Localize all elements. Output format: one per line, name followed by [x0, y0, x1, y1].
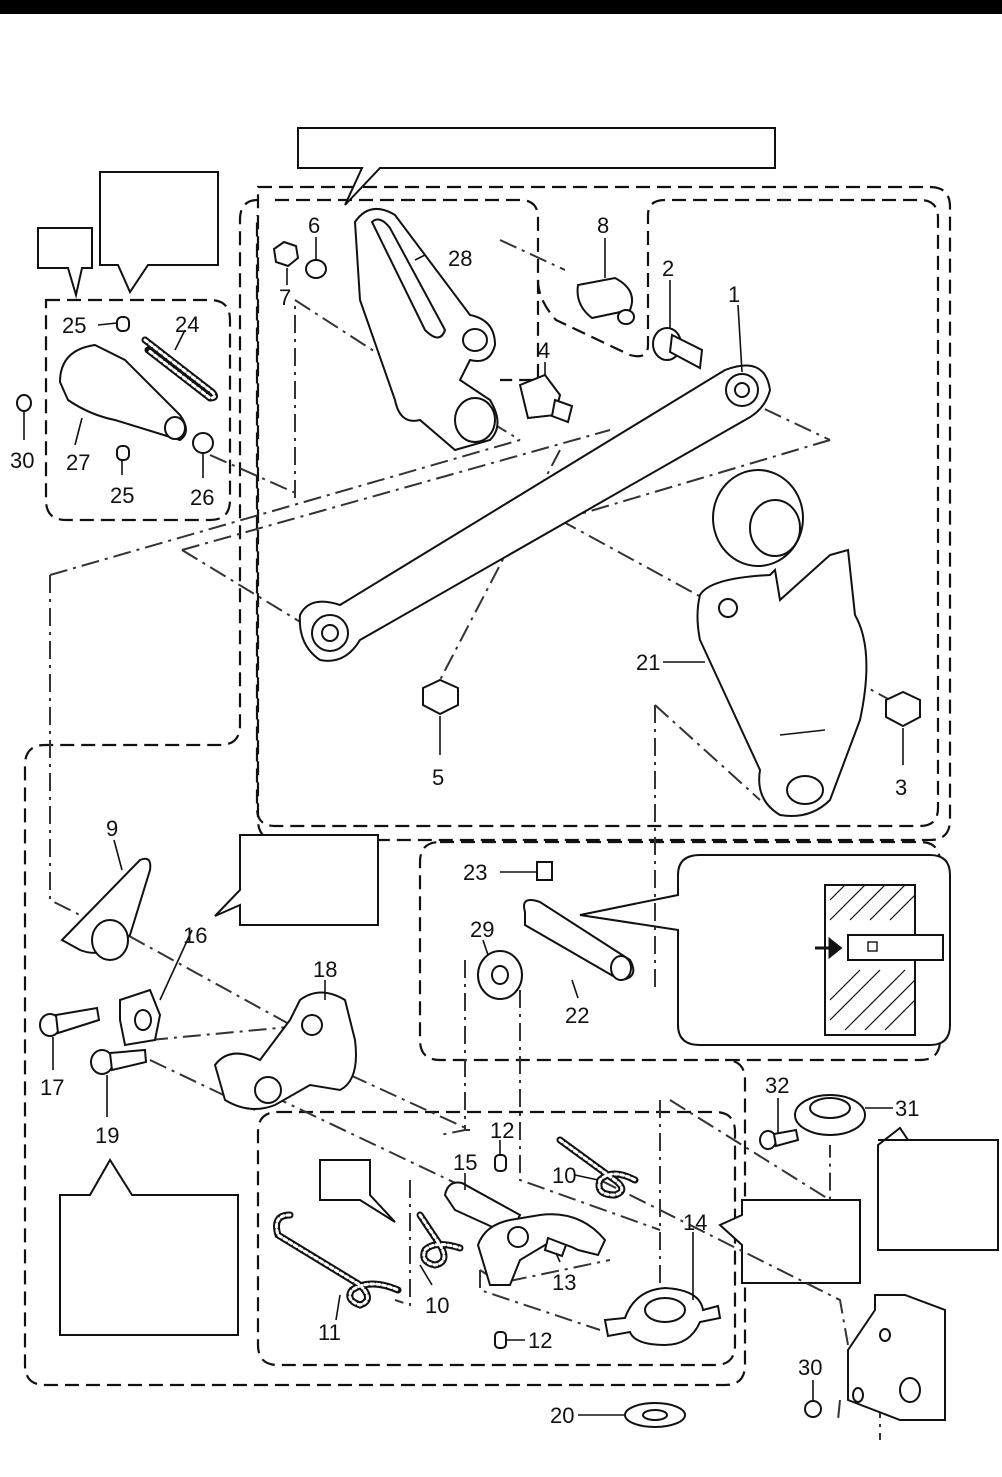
group-outline-upper-left: [23, 198, 747, 1387]
callout-upper-left: [99, 171, 219, 295]
header-bar: [0, 0, 1002, 14]
part-20-washer: [624, 1402, 686, 1428]
part-2-shoulder-screw: [652, 327, 704, 370]
label-part-12-top: 12: [490, 1118, 514, 1143]
part-27-shaft: [58, 343, 187, 442]
label-part-25-bottom: 25: [110, 483, 134, 508]
label-part-23: 23: [463, 860, 487, 885]
label-part-10-upper: 10: [552, 1163, 576, 1188]
label-part-4: 4: [538, 338, 550, 363]
label-part-6: 6: [308, 213, 320, 238]
group-outline-pin-8: [255, 198, 940, 828]
part-8-pin: [576, 276, 635, 325]
label-part-30-left: 30: [10, 448, 34, 473]
part-18-arm: [213, 991, 357, 1110]
label-part-26: 26: [190, 485, 214, 510]
part-30-screw-right: [804, 1400, 822, 1418]
label-leaders: [23, 237, 904, 1416]
callout-small-mid: [319, 1159, 396, 1223]
label-part-11: 11: [318, 1320, 341, 1345]
part-12-pin-bottom: [494, 1331, 507, 1349]
part-13-pin: [543, 1236, 568, 1258]
part-29-washer: [477, 950, 523, 1000]
part-19-screw: [90, 1048, 148, 1075]
part-16-clamp-block: [119, 988, 162, 1047]
leader-lines: [49, 239, 891, 1440]
part-10-spring-lower: [416, 1211, 464, 1269]
part-25-pin-bottom: [116, 445, 130, 461]
label-part-2: 2: [662, 256, 674, 281]
label-part-19: 19: [95, 1123, 119, 1148]
part-28-lever: [353, 207, 499, 452]
callout-right-1: [718, 1199, 861, 1284]
label-part-5: 5: [432, 765, 444, 790]
label-part-8: 8: [597, 213, 609, 238]
label-part-9: 9: [106, 816, 118, 841]
part-6-washer: [305, 259, 327, 279]
label-part-21: 21: [636, 650, 660, 675]
label-part-7: 7: [279, 285, 291, 310]
label-part-30-right: 30: [798, 1355, 822, 1380]
part-12-pin-top: [494, 1154, 507, 1172]
part-23-set-screw: [536, 861, 553, 881]
part-4-stud: [518, 373, 574, 424]
label-part-27: 27: [66, 450, 90, 475]
label-part-12-bottom: 12: [528, 1328, 552, 1353]
part-17-screw: [39, 1006, 101, 1037]
label-part-1: 1: [728, 282, 740, 307]
part-11-spring: [273, 1211, 402, 1309]
callout-mid-left: [214, 834, 379, 926]
label-part-15: 15: [453, 1150, 477, 1175]
group-outline-lever: [275, 198, 540, 382]
part-9-plate: [60, 857, 152, 961]
label-part-28: 28: [448, 246, 472, 271]
part-7-nut: [272, 240, 300, 268]
label-part-14: 14: [683, 1210, 707, 1235]
part-25-pin-top: [116, 316, 130, 332]
group-outline-22: [418, 840, 942, 1062]
housing-block: [847, 1294, 946, 1421]
label-part-24: 24: [175, 312, 199, 337]
label-part-29: 29: [470, 917, 494, 942]
part-24-spring: [141, 336, 219, 402]
part-14-ring: [603, 1286, 722, 1347]
label-part-20: 20: [550, 1403, 574, 1428]
part-5-nut: [422, 678, 459, 716]
label-part-16: 16: [183, 923, 207, 948]
part-21-arm: [696, 548, 868, 817]
label-part-18: 18: [313, 957, 337, 982]
label-part-3: 3: [895, 775, 907, 800]
label-part-22: 22: [565, 1003, 589, 1028]
label-part-17: 17: [40, 1075, 64, 1100]
label-part-10-lower: 10: [425, 1293, 449, 1318]
callout-small-left: [37, 227, 93, 299]
part-22-shaft: [523, 899, 635, 982]
eccentric-cam: [712, 469, 804, 567]
callout-right-2: [877, 1126, 999, 1251]
label-part-32: 32: [765, 1073, 789, 1098]
part-30-screw-left: [16, 394, 32, 412]
callout-bottom-left: [59, 1158, 239, 1336]
detail-inset-drawing: [815, 884, 944, 1036]
label-part-25-top: 25: [62, 313, 86, 338]
label-part-13: 13: [552, 1270, 576, 1295]
group-outline-lower: [256, 1110, 737, 1367]
group-outline-shaft: [44, 298, 232, 522]
part-26-cap: [192, 432, 214, 454]
part-1-connecting-rod: [298, 364, 772, 662]
part-31-collar: [794, 1094, 866, 1136]
part-10-spring-upper: [556, 1136, 639, 1199]
label-part-31: 31: [895, 1096, 919, 1121]
callout-top-banner: [297, 127, 776, 206]
part-32-screw: [759, 1128, 800, 1150]
part-3-nut: [885, 690, 921, 728]
